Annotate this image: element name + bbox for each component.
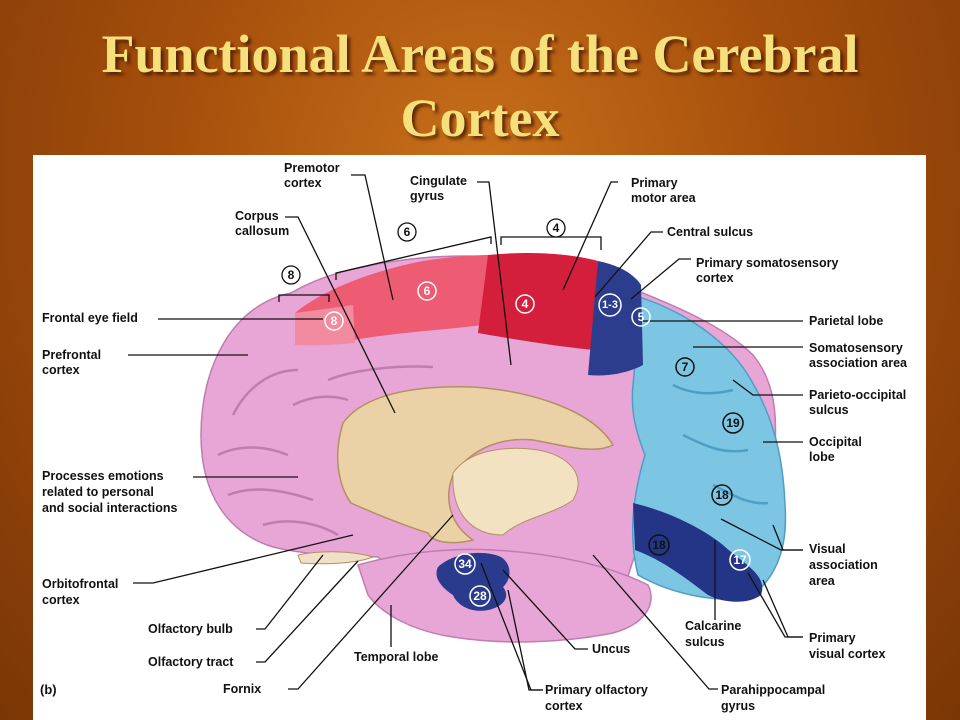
area-18-upper-label: 18 [715,488,729,502]
label-premotor-cortex: Premotor cortex [284,161,343,190]
label-parietal-lobe: Parietal lobe [809,314,883,328]
bracket-6-label: 6 [404,225,411,239]
label-occipital-lobe: Occipital lobe [809,435,865,464]
label-olfactory-bulb: Olfactory bulb [148,622,233,636]
area-18-lower-label: 18 [652,538,666,552]
primary-olfactory-shape [436,552,510,611]
diagram-labels: Premotor cortex Cingulate gyrus Primary … [40,161,910,713]
bracket-circles: 8 6 4 [281,218,566,285]
label-visual-association-area: Visual association area [809,542,881,588]
page-title: Functional Areas of the Cerebral Cortex [0,22,960,150]
label-frontal-eye-field: Frontal eye field [42,311,138,325]
area-5-label: 5 [638,310,645,324]
title-line-2: Cortex [400,88,560,148]
label-parahippocampal-gyrus: Parahippocampal gyrus [721,683,829,713]
label-primary-motor-area: Primary motor area [631,176,697,205]
area-8-label: 8 [331,314,338,328]
pointer-lines [128,174,803,691]
label-cingulate-gyrus: Cingulate gyrus [410,174,470,203]
label-olfactory-tract: Olfactory tract [148,655,234,669]
bracket-8-label: 8 [288,268,295,282]
label-somatosensory-association-area: Somatosensory association area [809,341,908,370]
label-calcarine-sulcus: Calcarine sulcus [685,619,745,649]
label-orbitofrontal-cortex: Orbitofrontal cortex [42,577,122,607]
area-4-label: 4 [522,297,529,311]
label-temporal-lobe: Temporal lobe [354,650,439,664]
bracket-4-label: 4 [553,221,560,235]
label-central-sulcus: Central sulcus [667,225,753,239]
figure-tag: (b) [40,682,57,697]
area-brackets [278,236,602,302]
brain-diagram: 8 6 4 8 6 4 1-3 5 7 19 18 18 17 34 28 Pr… [40,161,910,713]
label-primary-somatosensory-cortex: Primary somatosensory cortex [696,256,842,285]
label-corpus-callosum: Corpus callosum [235,209,289,238]
area-34-label: 34 [458,557,472,571]
gyri-lines [217,365,434,537]
area-19-label: 19 [726,416,740,430]
visual-cortex-shape [633,503,763,602]
label-primary-visual-cortex: Primary visual cortex [809,631,885,661]
corpus-callosum-shape [337,386,615,544]
title-line-1: Functional Areas of the Cerebral [101,24,859,84]
area-28-label: 28 [473,589,487,603]
label-prefrontal-cortex: Prefrontal cortex [42,348,105,377]
fornix-shape [452,447,579,536]
area-circles: 8 6 4 1-3 5 7 19 18 18 17 34 28 [324,281,751,607]
diagram-panel: 8 6 4 8 6 4 1-3 5 7 19 18 18 17 34 28 Pr… [33,155,926,720]
occipital-sulci [672,383,769,505]
label-uncus: Uncus [592,642,630,656]
label-primary-olfactory-cortex: Primary olfactory cortex [545,683,651,713]
area-1-3-label: 1-3 [602,299,618,311]
label-fornix: Fornix [223,682,261,696]
label-processes-emotions: Processes emotions related to personal a… [42,469,178,515]
area-7-label: 7 [682,360,689,374]
label-parieto-occipital-sulcus: Parieto-occipital sulcus [809,388,910,417]
primary-motor-shape [478,253,598,350]
brain-illustration [200,253,787,643]
area-17-label: 17 [733,553,747,567]
area-6-label: 6 [424,284,431,298]
olfactory-bulb-shape [297,551,375,565]
